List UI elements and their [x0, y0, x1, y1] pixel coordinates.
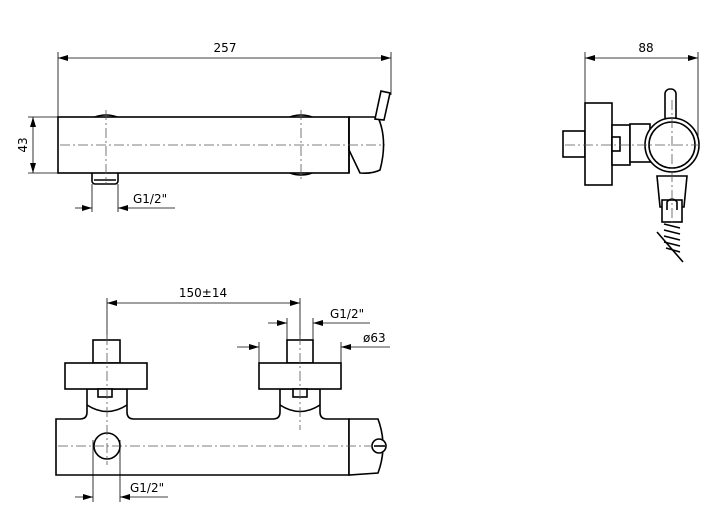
top-view: 150±14 G1/2" ø63 G1/2": [55, 286, 390, 502]
inlet-thread-label: G1/2": [330, 307, 364, 321]
escutcheon-diameter-label: ø63: [363, 331, 386, 345]
inlet-stub-left: [92, 339, 121, 364]
depth-dimension-label: 88: [638, 41, 653, 55]
escutcheon-left: [64, 362, 148, 390]
escutcheon: [584, 102, 613, 186]
end-view: 88: [562, 41, 700, 263]
height-dimension-label: 43: [16, 137, 30, 152]
lever-handle: [374, 90, 391, 121]
inlet-stub: [562, 130, 586, 158]
length-dimension-label: 257: [214, 41, 237, 55]
side-view: 257 43 G1/2": [16, 41, 392, 212]
outlet-thread-label: G1/2": [133, 192, 167, 206]
inlet-spacing-label: 150±14: [179, 286, 227, 300]
mixer-body-top: [55, 388, 350, 476]
outlet-thread-front-label: G1/2": [130, 481, 164, 495]
lever-pin: [664, 88, 677, 123]
hose-spring: [663, 223, 681, 253]
